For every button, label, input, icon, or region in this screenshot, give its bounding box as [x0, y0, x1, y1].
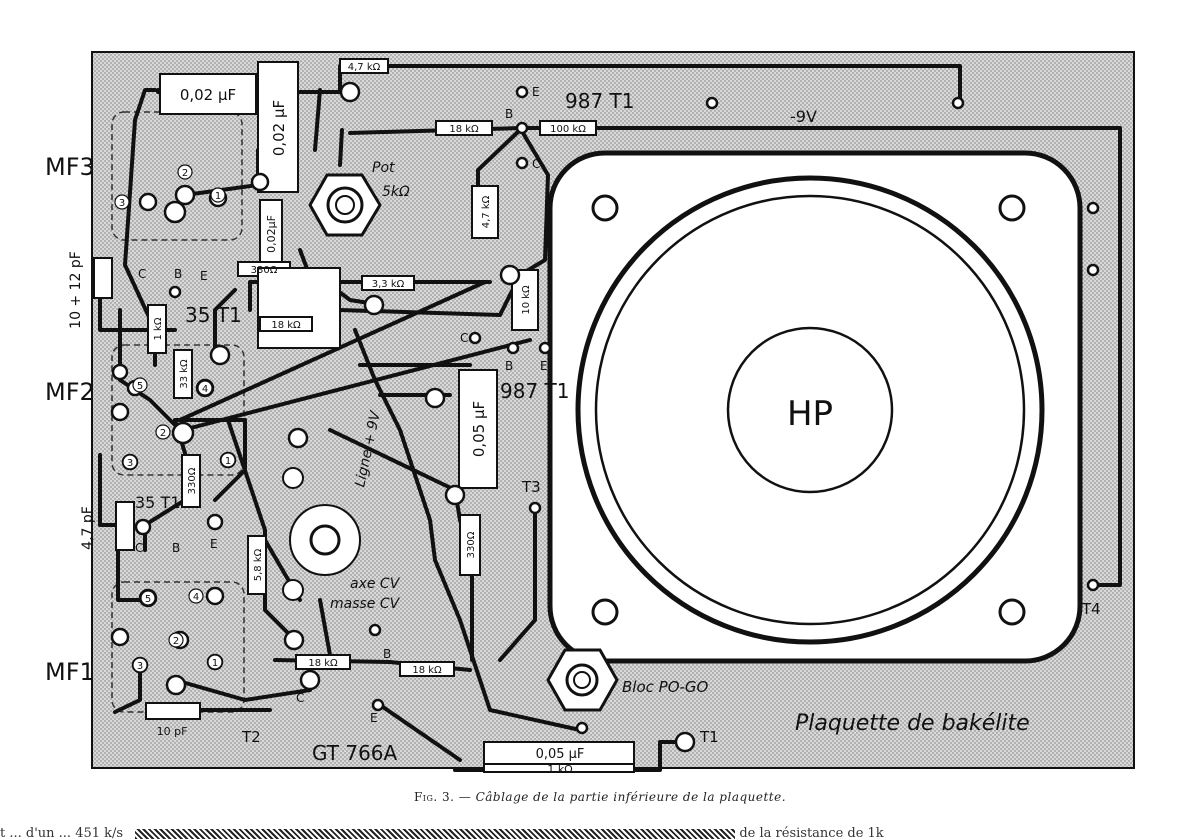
figure-caption: Fig. 3. — Câblage de la partie inférieur… [0, 790, 1200, 804]
label-gt766a: GT 766A [312, 741, 398, 765]
pin-b-987mid: B [505, 359, 513, 373]
caption-fig-number: Fig. 3. [413, 790, 455, 804]
pin-mf1-4: 4 [193, 592, 199, 603]
label-r-100k: 100 kΩ [550, 124, 586, 135]
label-mf1: MF1 [45, 658, 95, 686]
label-r-330-top: 330Ω [251, 265, 278, 276]
label-r-58k: 5,8 kΩ [253, 548, 264, 581]
label-r-10k: 10 kΩ [521, 285, 532, 315]
label-c-1012: 10 + 12 pF [68, 251, 84, 329]
pin-mf1-1: 1 [212, 658, 218, 669]
label-r-1k-left: 1 kΩ [153, 317, 164, 340]
label-r-330-mid: 330Ω [466, 531, 477, 558]
wiring-diagram: HP [45, 51, 1135, 776]
label-r-18k-bot2: 18 kΩ [412, 665, 442, 676]
footer-hatch [135, 828, 736, 839]
pin-mf1-5: 5 [145, 594, 151, 605]
components [93, 58, 635, 773]
label-987t1-mid: 987 T1 [500, 379, 569, 403]
pin-c-987mid: C [460, 331, 468, 345]
bloc-po-go [546, 648, 619, 712]
label-board: Plaquette de bakélite [795, 711, 1030, 736]
label-t4: T4 [1081, 600, 1101, 618]
caption-text: — Câblage de la partie inférieure de la … [458, 790, 787, 804]
label-r-1k-bot: 1 kΩ [547, 763, 572, 776]
speaker-label: HP [787, 394, 833, 434]
label-35t1-top: 35 T1 [185, 303, 242, 327]
pin-b-35bot: B [172, 541, 180, 555]
label-c-005-bot: 0,05 µF [536, 747, 585, 762]
label-c-10p: 10 pF [157, 725, 188, 738]
pin-b-987top: B [505, 107, 513, 121]
label-axe-cv: axe CV [350, 576, 401, 592]
footer-right-text: de la résistance de 1k [739, 826, 884, 840]
pin-mf2-5: 5 [137, 381, 143, 392]
pin-mf3-2: 2 [182, 168, 188, 179]
label-c-47p: 4,7 pF [80, 506, 96, 550]
label-35t1-bot: 35 T1 [135, 493, 180, 512]
pin-mf3-1: 1 [215, 191, 221, 202]
label-r-18k-bot1: 18 kΩ [308, 658, 338, 669]
footer-left-text: t ... d'un ... 451 k/s [0, 826, 124, 840]
pin-b-35top: B [174, 267, 182, 281]
pin-e-987mid: E [540, 359, 548, 373]
pin-b-gt766: B [383, 647, 391, 661]
pin-e-gt766: E [370, 711, 378, 725]
potentiometer [308, 173, 382, 237]
label-r-18k-top: 18 kΩ [449, 124, 479, 135]
label-c-002-v2: 0,02µF [265, 215, 278, 253]
label-pot: Pot [372, 160, 395, 176]
label-c-005-v: 0,05 µF [470, 401, 488, 457]
pin-mf1-3: 3 [137, 661, 143, 672]
label-supply: -9V [790, 107, 817, 126]
label-t1: T1 [699, 728, 719, 746]
label-r-33k-left: 33 kΩ [179, 359, 190, 389]
label-987t1-top: 987 T1 [565, 89, 634, 113]
pin-e-35top: E [200, 269, 208, 283]
solder-pads [110, 81, 1100, 753]
label-c-002-h: 0,02 µF [180, 86, 236, 104]
label-r-18k-mid: 18 kΩ [271, 320, 301, 331]
label-r-330-left: 330Ω [187, 467, 198, 494]
pin-c-gt766: C [296, 691, 304, 705]
label-r-47k-top: 4,7 kΩ [348, 62, 381, 73]
pin-mf3-3: 3 [119, 198, 125, 209]
pin-mf2-3: 3 [127, 458, 133, 469]
label-mf3: MF3 [45, 153, 95, 181]
pin-e-987top: E [532, 85, 540, 99]
label-r-47k-v: 4,7 kΩ [481, 195, 492, 228]
pin-c-987top: C [532, 157, 540, 171]
label-c-002-v: 0,02 µF [270, 100, 288, 156]
cv-axis [282, 467, 361, 601]
label-t2: T2 [241, 728, 261, 746]
label-mf2: MF2 [45, 378, 95, 406]
label-r-33k: 3,3 kΩ [372, 279, 405, 290]
label-masse-cv: masse CV [330, 596, 401, 612]
pin-mf2-2: 2 [160, 428, 166, 439]
label-pot-value: 5kΩ [382, 184, 410, 200]
label-t3: T3 [521, 478, 541, 496]
label-bloc: Bloc PO-GO [622, 678, 709, 696]
pin-c-35bot: C [135, 541, 143, 555]
loudspeaker [547, 150, 1083, 664]
pin-c-35top: C [138, 267, 146, 281]
pin-mf2-4: 4 [202, 384, 208, 395]
page-footer-fragment: t ... d'un ... 451 k/s de la résistance … [0, 826, 1200, 840]
pin-e-35bot: E [210, 537, 218, 551]
pin-mf1-2: 2 [173, 636, 179, 647]
pin-mf2-1: 1 [225, 456, 231, 467]
